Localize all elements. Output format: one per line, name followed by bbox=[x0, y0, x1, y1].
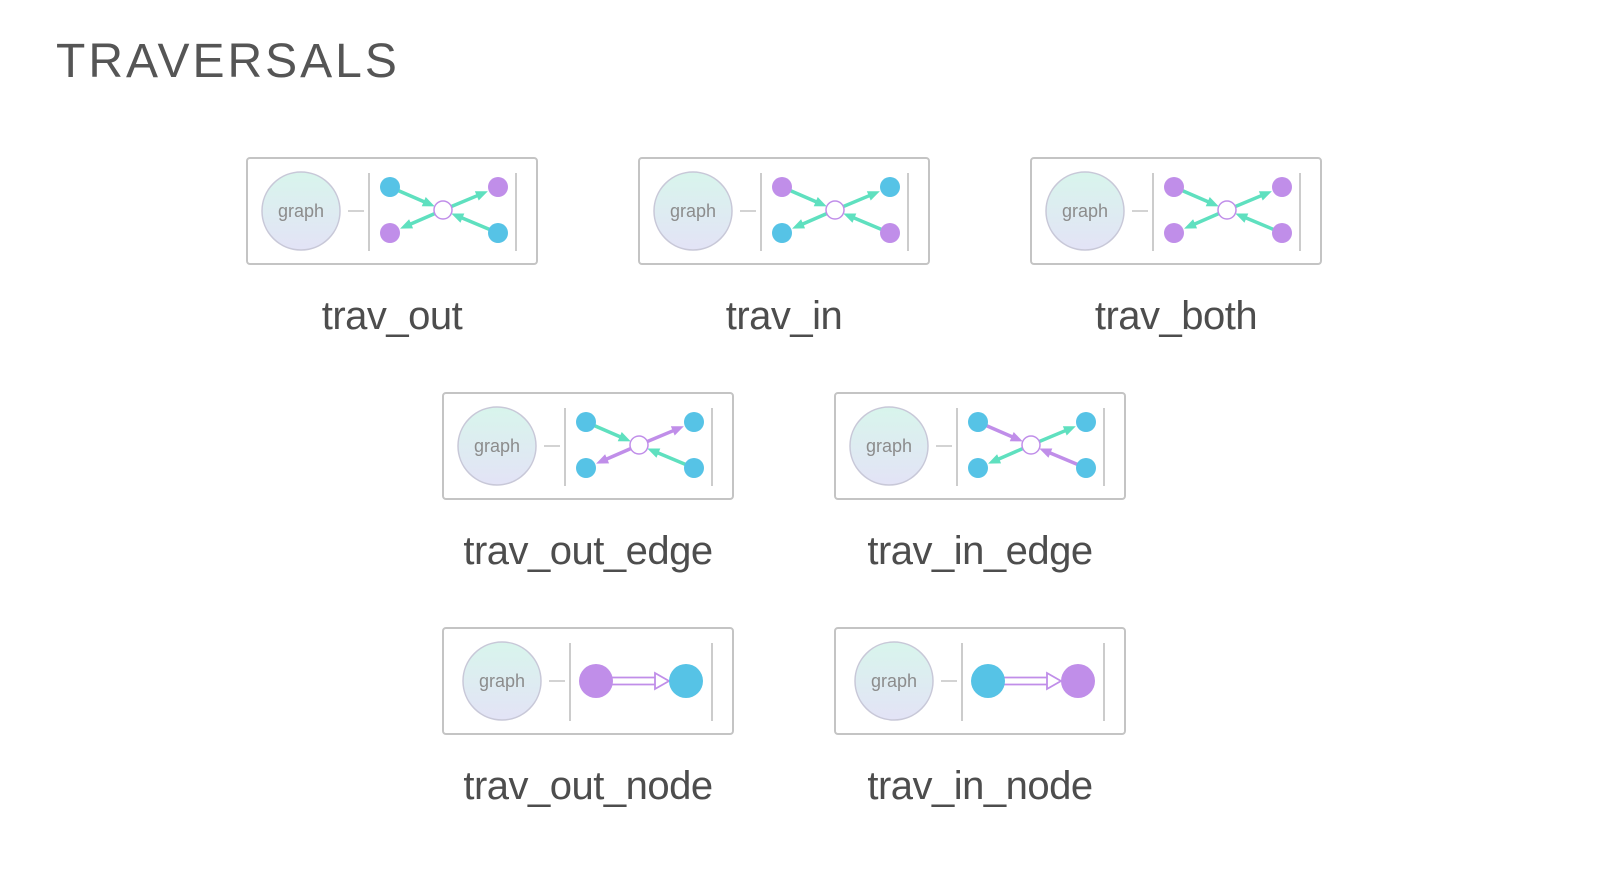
top-right-node bbox=[1272, 177, 1292, 197]
graph-port-circle bbox=[1045, 171, 1125, 251]
node-card-trav-in-edge[interactable]: graph bbox=[834, 392, 1126, 500]
node-caption: trav_in_node bbox=[867, 764, 1093, 808]
right-node bbox=[1061, 664, 1095, 698]
in-bottom-arrowhead bbox=[647, 448, 661, 458]
node-card-trav-out[interactable]: graph bbox=[246, 157, 538, 265]
node-caption: trav_in_edge bbox=[867, 529, 1093, 573]
graph-port-label: graph bbox=[1062, 201, 1108, 221]
graph-port-circle bbox=[462, 641, 542, 721]
left-node bbox=[971, 664, 1005, 698]
bottom-left-node bbox=[1164, 223, 1184, 243]
out-bottom-arrowhead bbox=[988, 454, 1002, 464]
bottom-left-node bbox=[968, 458, 988, 478]
double-edge-arrowhead bbox=[654, 671, 671, 691]
out-top-arrowhead bbox=[670, 426, 684, 436]
top-right-node bbox=[1076, 412, 1096, 432]
in-bottom-arrowhead bbox=[451, 213, 465, 223]
graph-port-label: graph bbox=[474, 436, 520, 456]
node-caption: trav_out_node bbox=[463, 764, 713, 808]
top-left-node bbox=[968, 412, 988, 432]
in-top-arrowhead bbox=[1009, 432, 1023, 442]
node-caption: trav_in bbox=[725, 294, 843, 338]
graph-port-label: graph bbox=[871, 671, 917, 691]
in-bottom-arrowhead bbox=[1235, 213, 1249, 223]
in-top-arrowhead bbox=[617, 432, 631, 442]
node-card-trav-out-edge[interactable]: graph bbox=[442, 392, 734, 500]
graph-port-circle bbox=[849, 406, 929, 486]
right-node bbox=[669, 664, 703, 698]
bottom-right-node bbox=[684, 458, 704, 478]
node-diagram: graph bbox=[653, 171, 909, 251]
node-caption: trav_out bbox=[321, 294, 463, 338]
node-card-trav-in[interactable]: graph bbox=[638, 157, 930, 265]
top-left-node bbox=[1164, 177, 1184, 197]
center-node bbox=[433, 200, 453, 220]
node-diagram: graph bbox=[849, 406, 1105, 486]
bottom-left-node bbox=[576, 458, 596, 478]
graph-port-label: graph bbox=[670, 201, 716, 221]
center-node bbox=[825, 200, 845, 220]
node-diagram: graph bbox=[462, 641, 713, 721]
bottom-right-node bbox=[1272, 223, 1292, 243]
page-title: TRAVERSALS bbox=[56, 35, 400, 88]
bottom-right-node bbox=[880, 223, 900, 243]
top-left-node bbox=[380, 177, 400, 197]
node-caption: trav_both bbox=[1094, 294, 1258, 338]
out-bottom-arrowhead bbox=[596, 454, 610, 464]
top-left-node bbox=[576, 412, 596, 432]
bottom-left-node bbox=[772, 223, 792, 243]
out-bottom-arrowhead bbox=[1184, 219, 1198, 229]
out-bottom-arrowhead bbox=[792, 219, 806, 229]
graph-port-circle bbox=[653, 171, 733, 251]
node-caption: trav_out_edge bbox=[463, 529, 713, 573]
node-card-trav-out-node[interactable]: graph bbox=[442, 627, 734, 735]
double-edge-arrowhead bbox=[1046, 671, 1063, 691]
top-left-node bbox=[772, 177, 792, 197]
in-top-arrowhead bbox=[813, 197, 827, 207]
out-top-arrowhead bbox=[1062, 426, 1076, 436]
left-node bbox=[579, 664, 613, 698]
top-right-node bbox=[880, 177, 900, 197]
center-node bbox=[629, 435, 649, 455]
node-diagram: graph bbox=[854, 641, 1105, 721]
graph-port-label: graph bbox=[278, 201, 324, 221]
graph-port-circle bbox=[457, 406, 537, 486]
graph-port-label: graph bbox=[866, 436, 912, 456]
node-card-trav-in-node[interactable]: graph bbox=[834, 627, 1126, 735]
in-top-arrowhead bbox=[1205, 197, 1219, 207]
node-diagram: graph bbox=[457, 406, 713, 486]
out-bottom-arrowhead bbox=[400, 219, 414, 229]
graph-port-label: graph bbox=[479, 671, 525, 691]
graph-port-circle bbox=[261, 171, 341, 251]
in-top-arrowhead bbox=[421, 197, 435, 207]
in-bottom-arrowhead bbox=[1039, 448, 1053, 458]
node-diagram: graph bbox=[1045, 171, 1301, 251]
bottom-right-node bbox=[1076, 458, 1096, 478]
graph-port-circle bbox=[854, 641, 934, 721]
out-top-arrowhead bbox=[1258, 191, 1272, 201]
bottom-right-node bbox=[488, 223, 508, 243]
node-diagram: graph bbox=[261, 171, 517, 251]
out-top-arrowhead bbox=[866, 191, 880, 201]
node-card-trav-both[interactable]: graph bbox=[1030, 157, 1322, 265]
bottom-left-node bbox=[380, 223, 400, 243]
center-node bbox=[1217, 200, 1237, 220]
out-top-arrowhead bbox=[474, 191, 488, 201]
top-right-node bbox=[684, 412, 704, 432]
center-node bbox=[1021, 435, 1041, 455]
top-right-node bbox=[488, 177, 508, 197]
in-bottom-arrowhead bbox=[843, 213, 857, 223]
